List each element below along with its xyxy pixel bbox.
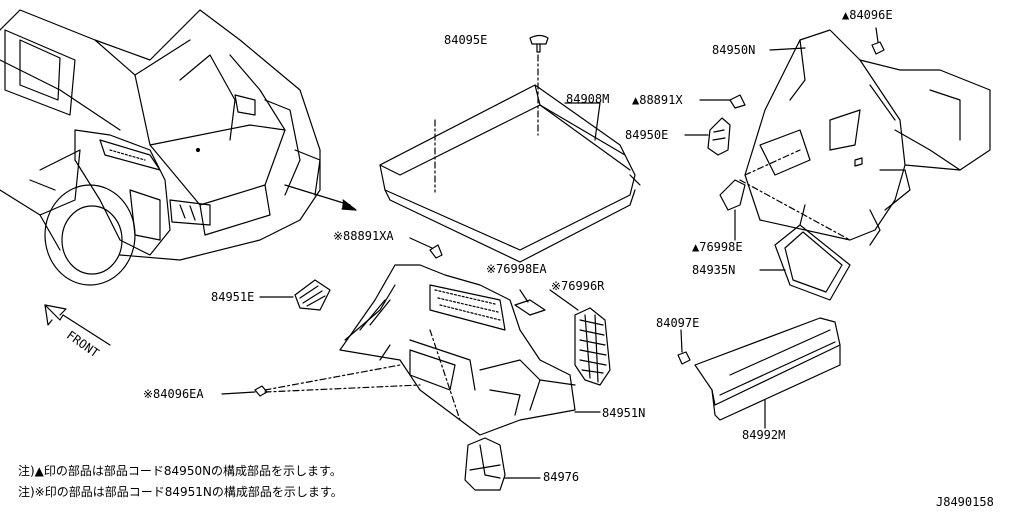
rear-sill-84992M [694,317,841,421]
label-84095E: 84095E [444,33,488,47]
leader-76998EA [519,289,529,303]
label-76998E: ▲76998E [692,240,743,254]
leader-84096EA [221,391,256,395]
floor-board-84908M [379,84,636,263]
leader-84096E [875,27,879,43]
leader-84950N [769,47,806,51]
clip-76998EA [514,299,546,316]
clip-88891X [729,94,746,109]
trunk-side-trim-84951N [339,264,576,436]
trunk-side-trim-84950N [744,29,991,246]
label-88891XA: ※88891XA [333,229,394,243]
front-arrow [44,304,111,346]
clip-84097E [677,351,691,365]
leader-84096EA-left [264,364,401,391]
panel-84935N [774,204,851,301]
label-84992M: 84992M [742,428,786,442]
leader-84908M [564,102,601,141]
vehicle-rear-illustration [0,9,357,286]
drawing-number: J8490158 [936,495,994,509]
lid-76998E [719,179,746,211]
leader-panel-right [739,179,851,241]
label-84951N: 84951N [602,406,646,420]
clip-88891XA [429,244,443,259]
label-84976: 84976 [543,470,580,484]
label-76996R: ※76996R [551,279,605,293]
label-84951E: 84951E [211,290,255,304]
label-84950E: 84950E [625,128,669,142]
label-88891X: ▲88891X [632,93,683,107]
leader-84097E [680,329,683,353]
clip-84096E [871,41,885,55]
leader-panel-top [744,149,801,176]
clip-84095E [529,34,549,53]
label-84097E: 84097E [656,316,700,330]
lid-76996R [574,307,611,386]
vent-84951E [294,279,331,311]
label-84935N: 84935N [692,263,736,277]
bracket-84950E [707,117,731,156]
label-84950N: 84950N [712,43,756,57]
leader-76996R [549,289,579,311]
bracket-84976 [464,437,506,491]
leader-88891XA [409,237,433,249]
label-76998EA: ※76998EA [486,262,547,276]
label-84096EA: ※84096EA [143,387,204,401]
leader-84096EA-right [264,384,421,393]
leader-floor-right [629,174,641,186]
note-line-2: 注)※印の部品は部品コード84951Nの構成部品を示します。 [18,485,343,499]
leader-trim-left [429,329,461,421]
note-line-1: 注)▲印の部品は部品コード84950Nの構成部品を示します。 [18,464,342,478]
label-84908M: 84908M [566,92,610,106]
clip-84096EA [254,385,268,397]
label-84096E: ▲84096E [842,8,893,22]
